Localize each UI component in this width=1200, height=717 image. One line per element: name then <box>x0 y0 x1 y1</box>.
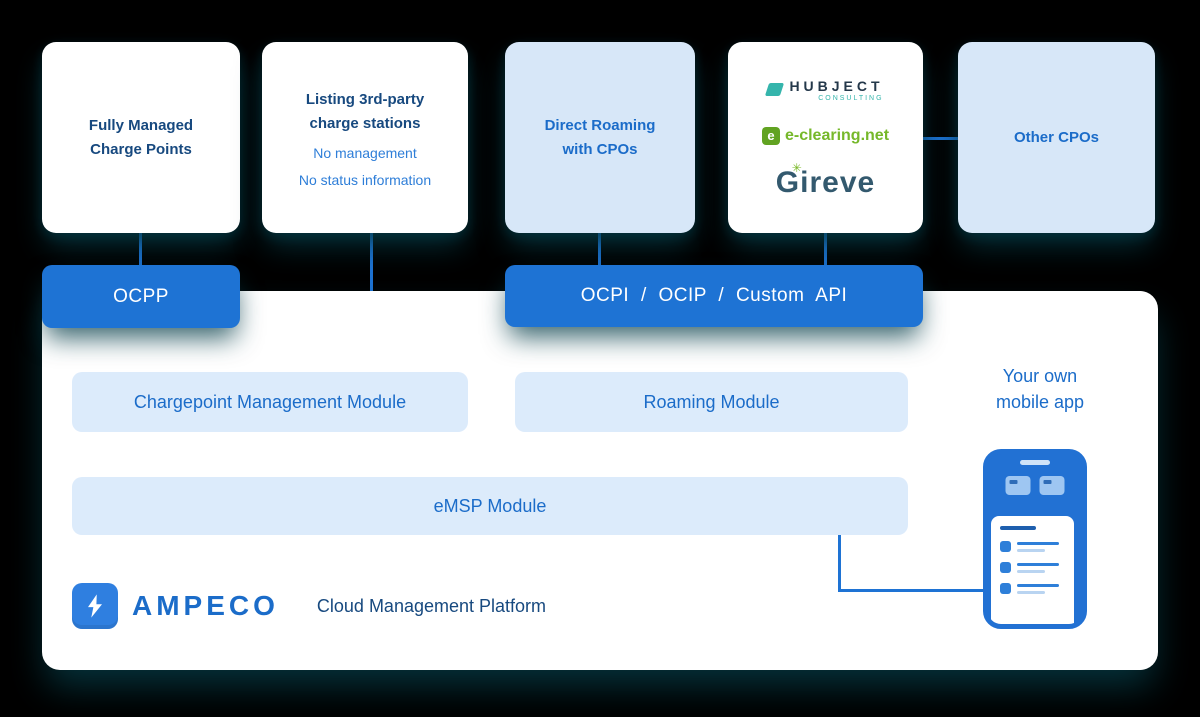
connector-partners-to-ocpi <box>824 231 827 267</box>
connector-partners-to-other-cpos <box>921 137 960 140</box>
mobile-app-label: Your own mobile app <box>950 363 1130 415</box>
brand-name: AMPECO <box>132 590 279 621</box>
mobile-app-label-line1: Your own <box>1002 366 1078 386</box>
hubject-subtext: CONSULTING <box>818 94 884 102</box>
ocpi-bar: OCPI / OCIP / Custom API <box>505 265 923 327</box>
ampeco-logo-icon <box>72 583 118 629</box>
connector-emsp-down <box>838 535 841 592</box>
box-title-line1: Direct Roaming <box>544 116 656 134</box>
hubject-logo: HUBJECT CONSULTING <box>765 78 883 102</box>
phone-list-header <box>1000 526 1036 530</box>
box-title: Other CPOs <box>1013 128 1100 146</box>
box-direct-roaming: Direct Roaming with CPOs <box>505 42 695 233</box>
phone-list-line <box>1017 548 1045 552</box>
hubject-icon <box>765 83 785 96</box>
eclearing-icon: e <box>761 126 780 145</box>
platform-caption: Cloud Management Platform <box>316 595 547 616</box>
phone-list-item-icon <box>1000 541 1011 552</box>
phone-list-item <box>1000 583 1065 594</box>
box-title-line2: with CPOs <box>562 140 638 158</box>
ocpp-bar: OCPP <box>42 265 240 328</box>
phone-tiles <box>1005 476 1065 495</box>
connector-fully-managed-to-ocpp <box>139 231 142 267</box>
phone-list-line <box>1017 583 1059 587</box>
hubject-name: HUBJECT <box>789 77 884 94</box>
phone-list-line <box>1017 541 1059 545</box>
gireve-logo: Gireve ✳ <box>775 162 876 199</box>
phone-list-item-lines <box>1017 583 1059 594</box>
roaming-module: Roaming Module <box>515 372 908 432</box>
phone-list-line <box>1017 562 1059 566</box>
hubject-wordmark: HUBJECT CONSULTING <box>789 78 883 102</box>
box-listing-3rd-party: Listing 3rd-party charge stations No man… <box>262 42 468 233</box>
box-title-line1: Fully Managed <box>88 117 194 135</box>
connector-emsp-to-phone <box>838 589 984 592</box>
phone-list-item-icon <box>1000 562 1011 573</box>
phone-list-item <box>1000 562 1065 573</box>
phone-notch <box>1020 460 1050 465</box>
connector-direct-roaming-to-ocpi <box>598 231 601 267</box>
mobile-app-label-line2: mobile app <box>995 392 1085 413</box>
phone-list-item-lines <box>1017 541 1059 552</box>
listing-note-management: No management <box>313 144 417 161</box>
brand-row: AMPECO Cloud Management Platform <box>72 583 546 629</box>
phone-list-card <box>991 516 1074 624</box>
box-title-line2: charge stations <box>309 114 421 132</box>
box-title: Fully Managed Charge Points <box>89 114 193 161</box>
eclearing-logo: e e-clearing.net <box>761 126 890 145</box>
listing-note-status: No status information <box>298 171 432 188</box>
gireve-wordmark: Gireve <box>775 165 876 199</box>
box-roaming-partners: HUBJECT CONSULTING e e-clearing.net Gire… <box>728 42 923 233</box>
lightning-bolt-icon <box>88 594 102 618</box>
box-title: Direct Roaming with CPOs <box>545 114 656 162</box>
phone-list-item <box>1000 541 1065 552</box>
box-fully-managed-charge-points: Fully Managed Charge Points <box>42 42 240 233</box>
gireve-burst-icon: ✳ <box>791 160 803 175</box>
box-title-line1: Listing 3rd-party <box>305 91 425 109</box>
phone-tile <box>1005 476 1031 495</box>
connector-listing-to-platform <box>370 231 373 293</box>
emsp-module: eMSP Module <box>72 477 908 535</box>
box-title: Listing 3rd-party charge stations <box>306 88 424 135</box>
box-other-cpos: Other CPOs <box>958 42 1155 233</box>
phone-list-line <box>1017 590 1045 594</box>
box-title-line2: Charge Points <box>90 140 192 158</box>
eclearing-wordmark: e-clearing.net <box>784 126 890 144</box>
chargepoint-management-module: Chargepoint Management Module <box>72 372 468 432</box>
cloud-platform-panel: Chargepoint Management Module Roaming Mo… <box>42 291 1158 670</box>
phone-list-item-icon <box>1000 583 1011 594</box>
phone-list-line <box>1017 569 1045 573</box>
phone-list-item-lines <box>1017 562 1059 573</box>
phone-illustration <box>983 449 1087 629</box>
phone-tile <box>1039 476 1065 495</box>
